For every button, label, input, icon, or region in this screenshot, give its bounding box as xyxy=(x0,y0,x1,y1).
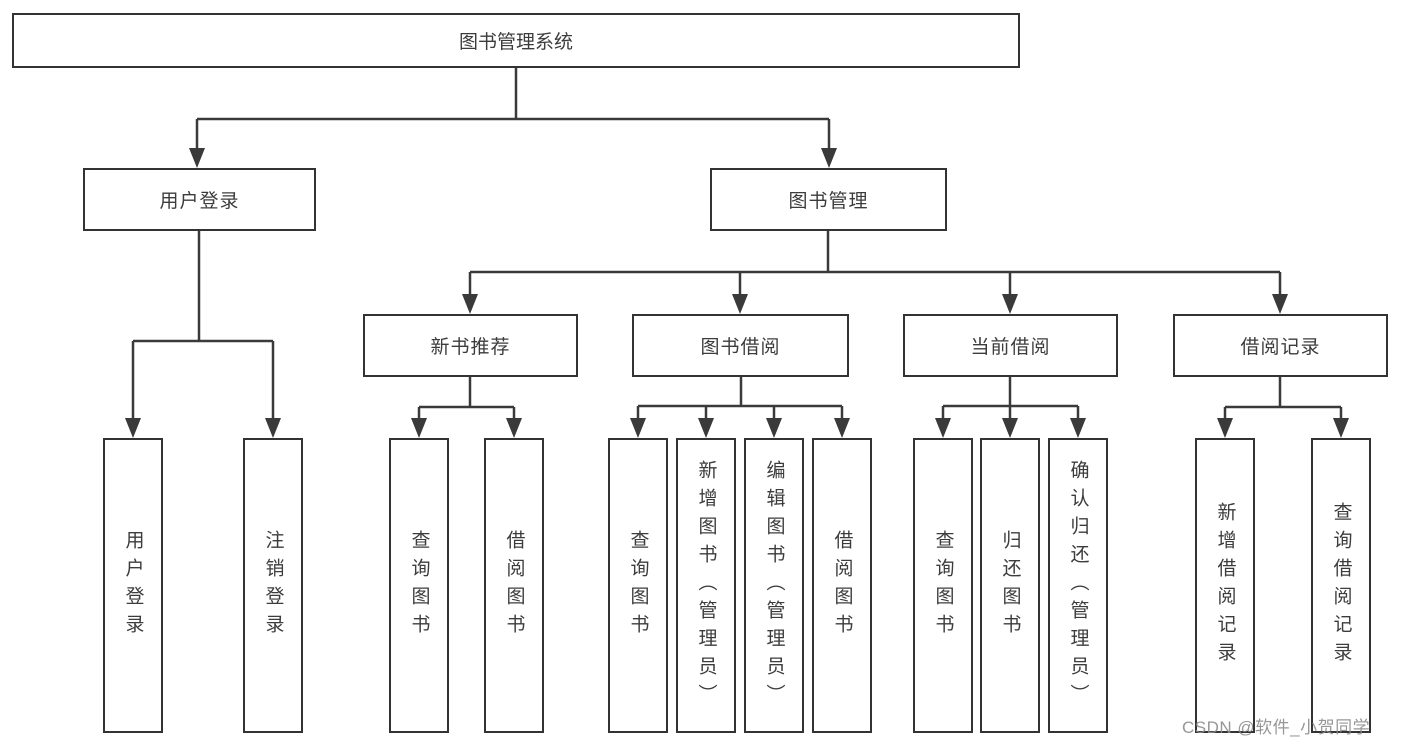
node-book-management: 图书管理 xyxy=(710,168,947,231)
leaf-add-borrow-record: 新增借阅记录 xyxy=(1195,438,1255,733)
csdn-watermark: CSDN @软件_小贺同学 xyxy=(1182,718,1371,737)
leaf-user-login: 用户登录 xyxy=(103,438,163,733)
leaf-label: 编辑图书（管理员） xyxy=(763,459,785,712)
leaf-label: 查询图书 xyxy=(627,529,649,642)
node-user-login: 用户登录 xyxy=(83,168,316,231)
leaf-label: 借阅图书 xyxy=(831,529,853,642)
leaf-query-books-borrow: 查询图书 xyxy=(608,438,668,733)
leaf-borrow-books: 借阅图书 xyxy=(812,438,872,733)
leaf-logout: 注销登录 xyxy=(243,438,303,733)
leaf-return-books: 归还图书 xyxy=(980,438,1040,733)
leaf-confirm-return-admin: 确认归还（管理员） xyxy=(1048,438,1108,733)
leaf-label: 借阅图书 xyxy=(503,529,525,642)
node-current-borrow: 当前借阅 xyxy=(903,314,1118,377)
leaf-query-books-current: 查询图书 xyxy=(913,438,973,733)
leaf-label: 新增图书（管理员） xyxy=(695,459,717,712)
node-new-book-recommend: 新书推荐 xyxy=(363,314,578,377)
leaf-label: 确认归还（管理员） xyxy=(1067,459,1089,712)
node-root: 图书管理系统 xyxy=(12,13,1020,68)
leaf-edit-books-admin: 编辑图书（管理员） xyxy=(744,438,804,733)
leaf-label: 用户登录 xyxy=(122,529,144,642)
node-borrow-record: 借阅记录 xyxy=(1173,314,1388,377)
node-book-borrow: 图书借阅 xyxy=(632,314,849,377)
leaf-label: 新增借阅记录 xyxy=(1214,501,1236,670)
leaf-query-books-recommend: 查询图书 xyxy=(389,438,449,733)
leaf-borrow-books-recommend: 借阅图书 xyxy=(484,438,544,733)
leaf-label: 查询图书 xyxy=(932,529,954,642)
leaf-add-books-admin: 新增图书（管理员） xyxy=(676,438,736,733)
leaf-label: 注销登录 xyxy=(262,529,284,642)
leaf-query-borrow-record: 查询借阅记录 xyxy=(1311,438,1371,733)
leaf-label: 查询图书 xyxy=(408,529,430,642)
leaf-label: 查询借阅记录 xyxy=(1330,501,1352,670)
leaf-label: 归还图书 xyxy=(999,529,1021,642)
